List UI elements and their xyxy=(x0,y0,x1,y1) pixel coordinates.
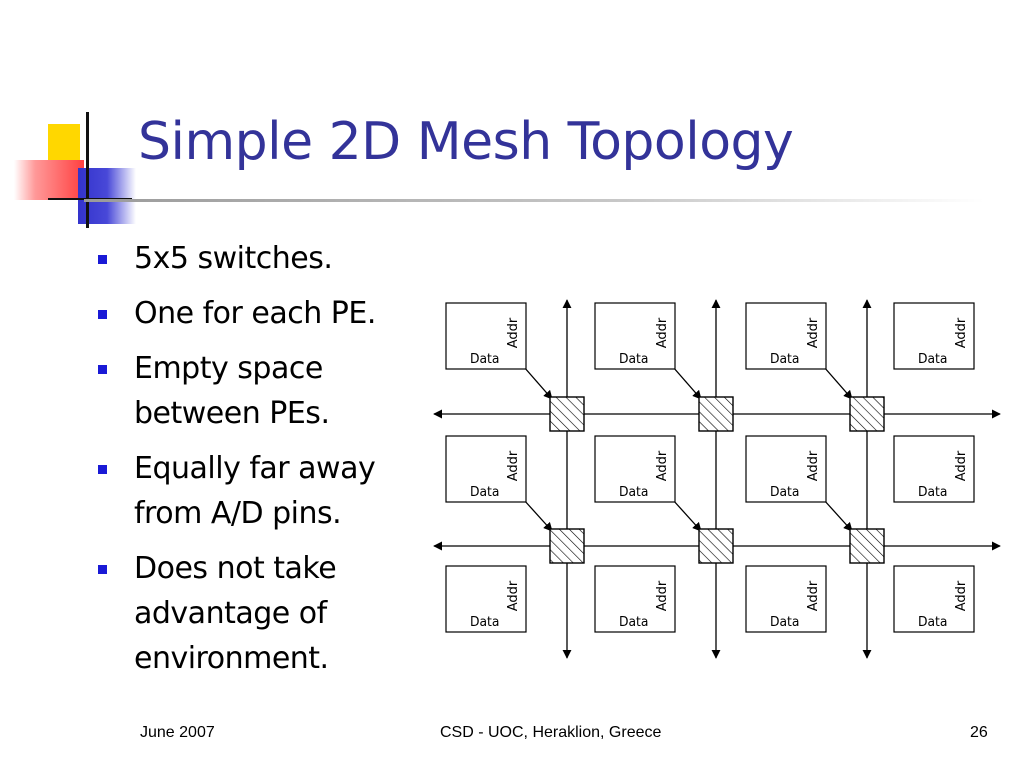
pe-box: Data Addr xyxy=(445,435,527,503)
pe-addr-label: Addr xyxy=(506,450,521,481)
pe-box: Data Addr xyxy=(594,435,676,503)
pe-addr-label: Addr xyxy=(506,317,521,348)
pe-rect xyxy=(445,565,527,633)
bullet-list: 5x5 switches. One for each PE. Empty spa… xyxy=(96,236,446,691)
pe-data-label: Data xyxy=(918,614,947,629)
bullet-line: advantage of xyxy=(134,596,327,631)
pe-rect xyxy=(893,302,975,370)
pe-addr-label: Addr xyxy=(506,580,521,611)
pe-data-label: Data xyxy=(619,351,648,366)
title-underline xyxy=(84,199,984,202)
pe-rect xyxy=(445,302,527,370)
switch-node xyxy=(849,396,885,432)
bullet-square-icon xyxy=(98,255,107,264)
pe-addr-label: Addr xyxy=(954,450,969,481)
footer-date: June 2007 xyxy=(140,724,215,741)
pe-rect xyxy=(745,435,827,503)
pe-addr-label: Addr xyxy=(806,450,821,481)
pe-switch-link xyxy=(523,366,553,400)
bullet-line: Empty space xyxy=(134,351,323,386)
bullet-item: Equally far away from A/D pins. xyxy=(96,446,446,536)
bullet-line: from A/D pins. xyxy=(134,496,342,531)
pe-box: Data Addr xyxy=(745,302,827,370)
pe-box: Data Addr xyxy=(745,565,827,633)
pe-addr-label: Addr xyxy=(954,580,969,611)
pe-rect xyxy=(893,435,975,503)
pe-box: Data Addr xyxy=(594,565,676,633)
switch-node xyxy=(698,528,734,564)
pe-rect xyxy=(893,565,975,633)
bullet-line: Equally far away xyxy=(134,451,376,486)
pe-addr-label: Addr xyxy=(655,580,670,611)
pe-switch-link xyxy=(523,499,553,532)
footer-affiliation: CSD - UOC, Heraklion, Greece xyxy=(440,724,662,741)
bullet-line: 5x5 switches. xyxy=(134,241,333,276)
pe-switch-link xyxy=(823,366,853,400)
pe-data-label: Data xyxy=(619,484,648,499)
pe-box: Data Addr xyxy=(893,435,975,503)
pe-box: Data Addr xyxy=(445,565,527,633)
bullet-square-icon xyxy=(98,365,107,374)
switch-node xyxy=(549,528,585,564)
pe-box: Data Addr xyxy=(893,565,975,633)
bullet-line: environment. xyxy=(134,641,329,676)
bullet-item: Does not take advantage of environment. xyxy=(96,546,446,681)
pe-addr-label: Addr xyxy=(806,580,821,611)
pe-box: Data Addr xyxy=(445,302,527,370)
bullet-square-icon xyxy=(98,310,107,319)
decor-vertical-line xyxy=(86,112,89,228)
pe-rect xyxy=(594,302,676,370)
pe-data-label: Data xyxy=(470,614,499,629)
pe-data-label: Data xyxy=(918,484,947,499)
pe-data-label: Data xyxy=(619,614,648,629)
pe-switch-link xyxy=(672,499,702,532)
pe-switch-link xyxy=(823,499,853,532)
bullet-item: One for each PE. xyxy=(96,291,446,336)
decor-red-bar xyxy=(14,160,84,200)
bullet-item: Empty space between PEs. xyxy=(96,346,446,436)
pe-rect xyxy=(594,435,676,503)
switch-node xyxy=(849,528,885,564)
pe-data-label: Data xyxy=(918,351,947,366)
bullet-line: between PEs. xyxy=(134,396,330,431)
pe-grid: DataAddrDataAddrDataAddrDataAddrDataAddr… xyxy=(445,302,975,633)
slide-number: 26 xyxy=(970,724,988,741)
pe-box: Data Addr xyxy=(893,302,975,370)
pe-rect xyxy=(594,565,676,633)
pe-addr-label: Addr xyxy=(655,450,670,481)
pe-addr-label: Addr xyxy=(954,317,969,348)
pe-data-label: Data xyxy=(470,351,499,366)
pe-rect xyxy=(745,302,827,370)
slide-title: Simple 2D Mesh Topology xyxy=(138,112,794,172)
bullet-square-icon xyxy=(98,565,107,574)
pe-rect xyxy=(445,435,527,503)
pe-addr-label: Addr xyxy=(655,317,670,348)
bullet-line: Does not take xyxy=(134,551,337,586)
switch-grid xyxy=(549,396,885,564)
bullet-line: One for each PE. xyxy=(134,296,376,331)
pe-data-label: Data xyxy=(470,484,499,499)
pe-rect xyxy=(745,565,827,633)
pe-data-label: Data xyxy=(770,614,799,629)
pe-box: Data Addr xyxy=(594,302,676,370)
pe-switch-link xyxy=(672,366,702,400)
mesh-topology-diagram: DataAddrDataAddrDataAddrDataAddrDataAddr… xyxy=(433,299,1001,659)
pe-data-label: Data xyxy=(770,351,799,366)
bullet-item: 5x5 switches. xyxy=(96,236,446,281)
bullet-square-icon xyxy=(98,465,107,474)
pe-data-label: Data xyxy=(770,484,799,499)
switch-node xyxy=(698,396,734,432)
pe-box: Data Addr xyxy=(745,435,827,503)
pe-addr-label: Addr xyxy=(806,317,821,348)
switch-node xyxy=(549,396,585,432)
